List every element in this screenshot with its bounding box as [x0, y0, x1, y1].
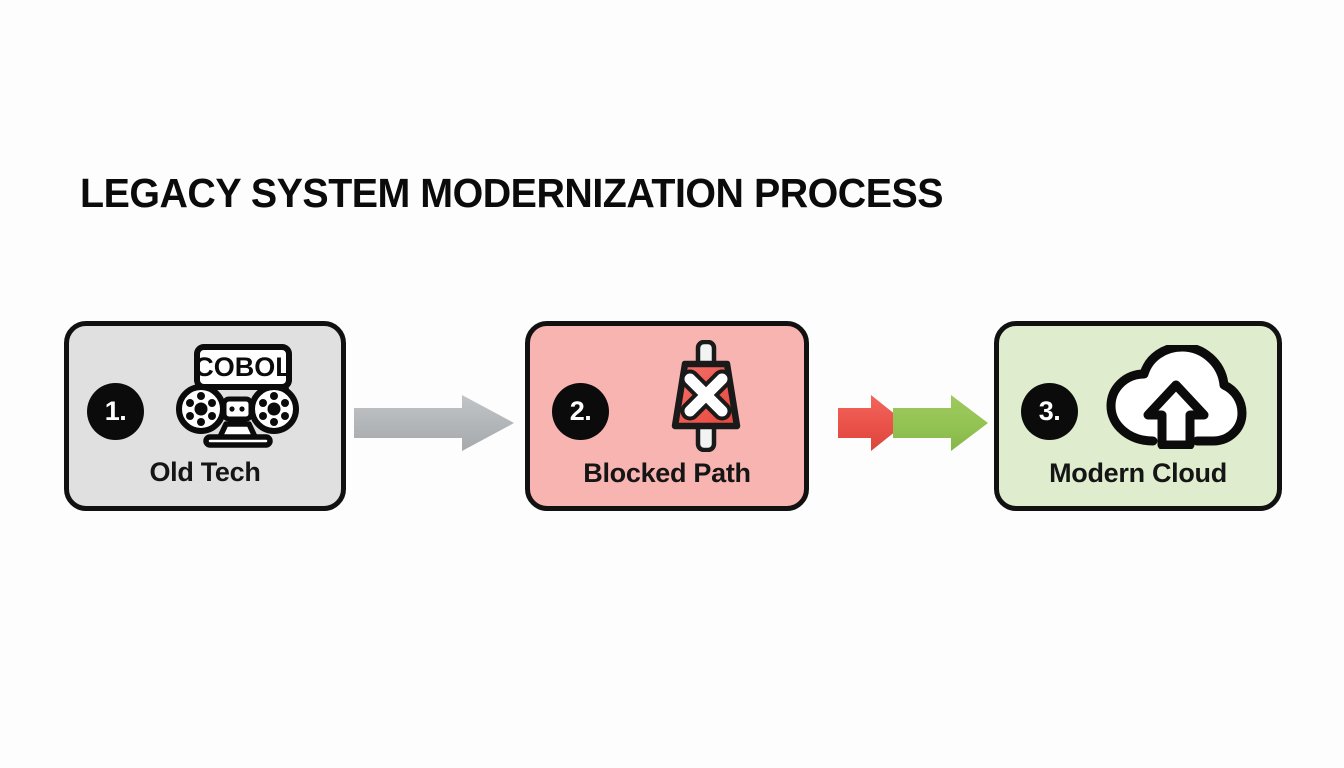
- step-label-3: Modern Cloud: [1049, 458, 1227, 488]
- step-label-1: Old Tech: [149, 457, 261, 487]
- step-label-2: Blocked Path: [583, 458, 751, 488]
- process-step-card-2[interactable]: 2.: [525, 321, 809, 511]
- step-number-badge-2: 2.: [552, 383, 609, 440]
- arrow-step2-to-step3-green: [893, 394, 988, 452]
- step-number-badge-1: 1.: [87, 383, 144, 440]
- cobol-icon-text: COBOL: [194, 352, 292, 382]
- cloud-upload-icon: [1085, 344, 1267, 450]
- blocked-sign-icon: [616, 340, 796, 452]
- step-number-badge-3: 3.: [1021, 383, 1078, 440]
- arrow-step1-to-step2: [354, 394, 514, 452]
- cobol-tape-drive-icon: COBOL: [155, 342, 325, 450]
- process-step-card-3[interactable]: 3. Modern Cloud: [994, 321, 1282, 511]
- arrow-step2-to-step3-red: [838, 394, 906, 452]
- process-step-card-1[interactable]: 1. COBOL: [64, 321, 346, 511]
- page-title: LEGACY SYSTEM MODERNIZATION PROCESS: [80, 170, 944, 216]
